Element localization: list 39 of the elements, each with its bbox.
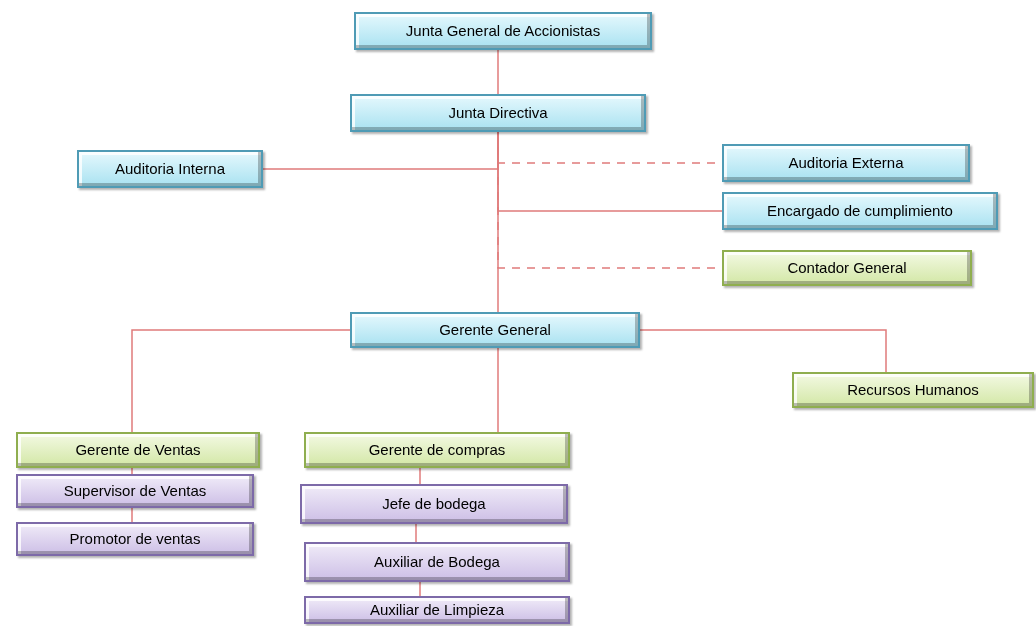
- connector: [419, 581, 421, 597]
- box-label: Junta General de Accionistas: [405, 20, 601, 41]
- box-label: Contador General: [787, 257, 907, 278]
- connector: [419, 467, 421, 485]
- connector: [131, 467, 133, 475]
- connector: [497, 49, 499, 95]
- box-label: Gerente de compras: [368, 439, 506, 460]
- connector: [131, 507, 133, 523]
- org-box: [300, 484, 568, 524]
- box-label: Encargado de cumplimiento: [767, 200, 953, 221]
- org-box: [722, 144, 970, 182]
- org-box: [16, 522, 254, 556]
- org-box: [304, 432, 570, 468]
- box-label: Junta Directiva: [448, 102, 548, 123]
- org-box: [354, 12, 652, 50]
- box-label: Jefe de bodega: [382, 493, 486, 514]
- box-label: Gerente General: [439, 319, 551, 340]
- org-box: [16, 432, 260, 468]
- box-label: Auditoria Interna: [114, 158, 226, 179]
- box-label: Auxiliar de Limpieza: [369, 599, 505, 620]
- connector: [639, 329, 887, 373]
- org-box: [722, 250, 972, 286]
- box-label: Supervisor de Ventas: [63, 480, 207, 501]
- org-box: [722, 192, 998, 230]
- org-box: [350, 94, 646, 132]
- box-label: Auditoria Externa: [788, 152, 904, 173]
- connector: [415, 523, 417, 543]
- org-box: [304, 542, 570, 582]
- box-label: Promotor de ventas: [69, 528, 201, 549]
- org-box: [77, 150, 263, 188]
- box-label: Recursos Humanos: [847, 379, 979, 400]
- connector: [131, 329, 351, 433]
- org-box: [350, 312, 640, 348]
- org-box: [16, 474, 254, 508]
- org-box: [304, 596, 570, 624]
- box-label: Auxiliar de Bodega: [374, 551, 500, 572]
- org-box: [792, 372, 1034, 408]
- connector: [497, 347, 499, 433]
- box-label: Gerente de Ventas: [75, 439, 201, 460]
